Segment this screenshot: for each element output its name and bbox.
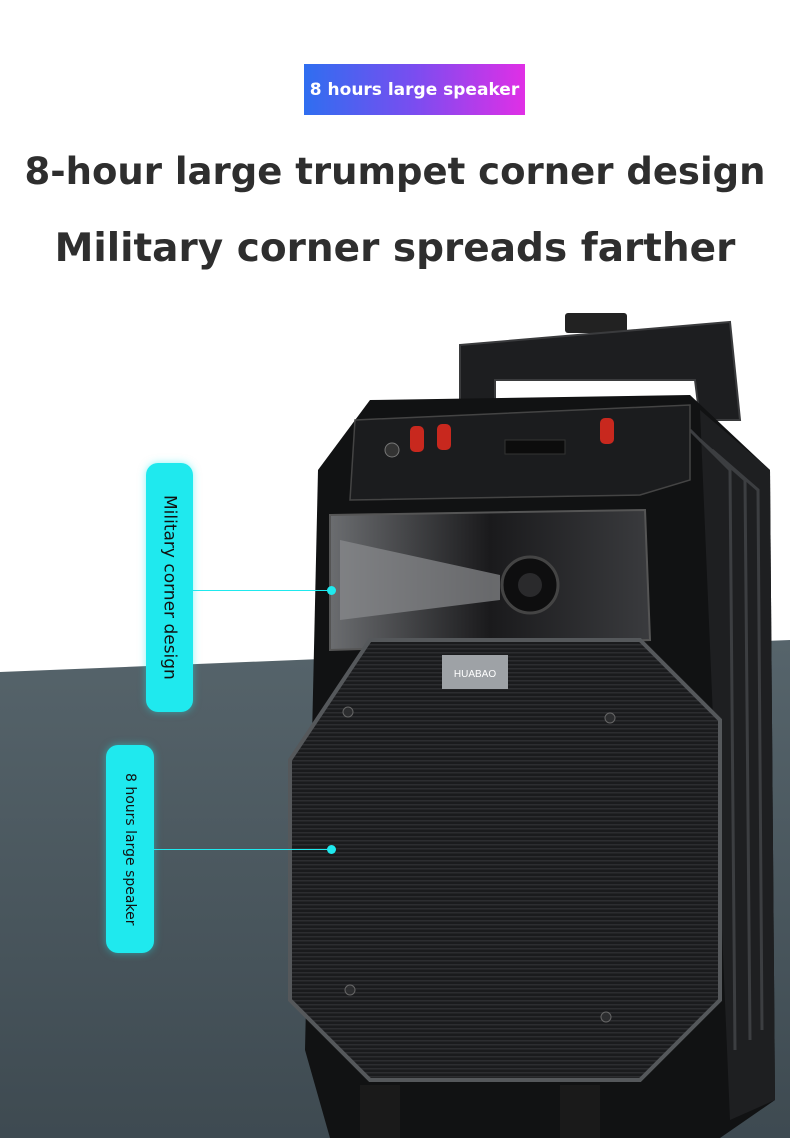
callout-label: Military corner design xyxy=(159,495,180,680)
callout-label: 8 hours large speaker xyxy=(122,772,138,926)
svg-text:HUABAO: HUABAO xyxy=(454,669,496,680)
subheadline: Military corner spreads farther xyxy=(54,226,736,271)
callout-dot xyxy=(327,845,336,854)
callout-military-corner: Military corner design xyxy=(146,463,193,712)
callout-large-speaker: 8 hours large speaker xyxy=(106,745,154,953)
feature-badge: 8 hours large speaker xyxy=(304,64,525,115)
callout-line xyxy=(154,849,331,850)
callout-line xyxy=(193,590,331,591)
headline: 8-hour large trumpet corner design xyxy=(24,150,766,193)
callout-dot xyxy=(327,586,336,595)
